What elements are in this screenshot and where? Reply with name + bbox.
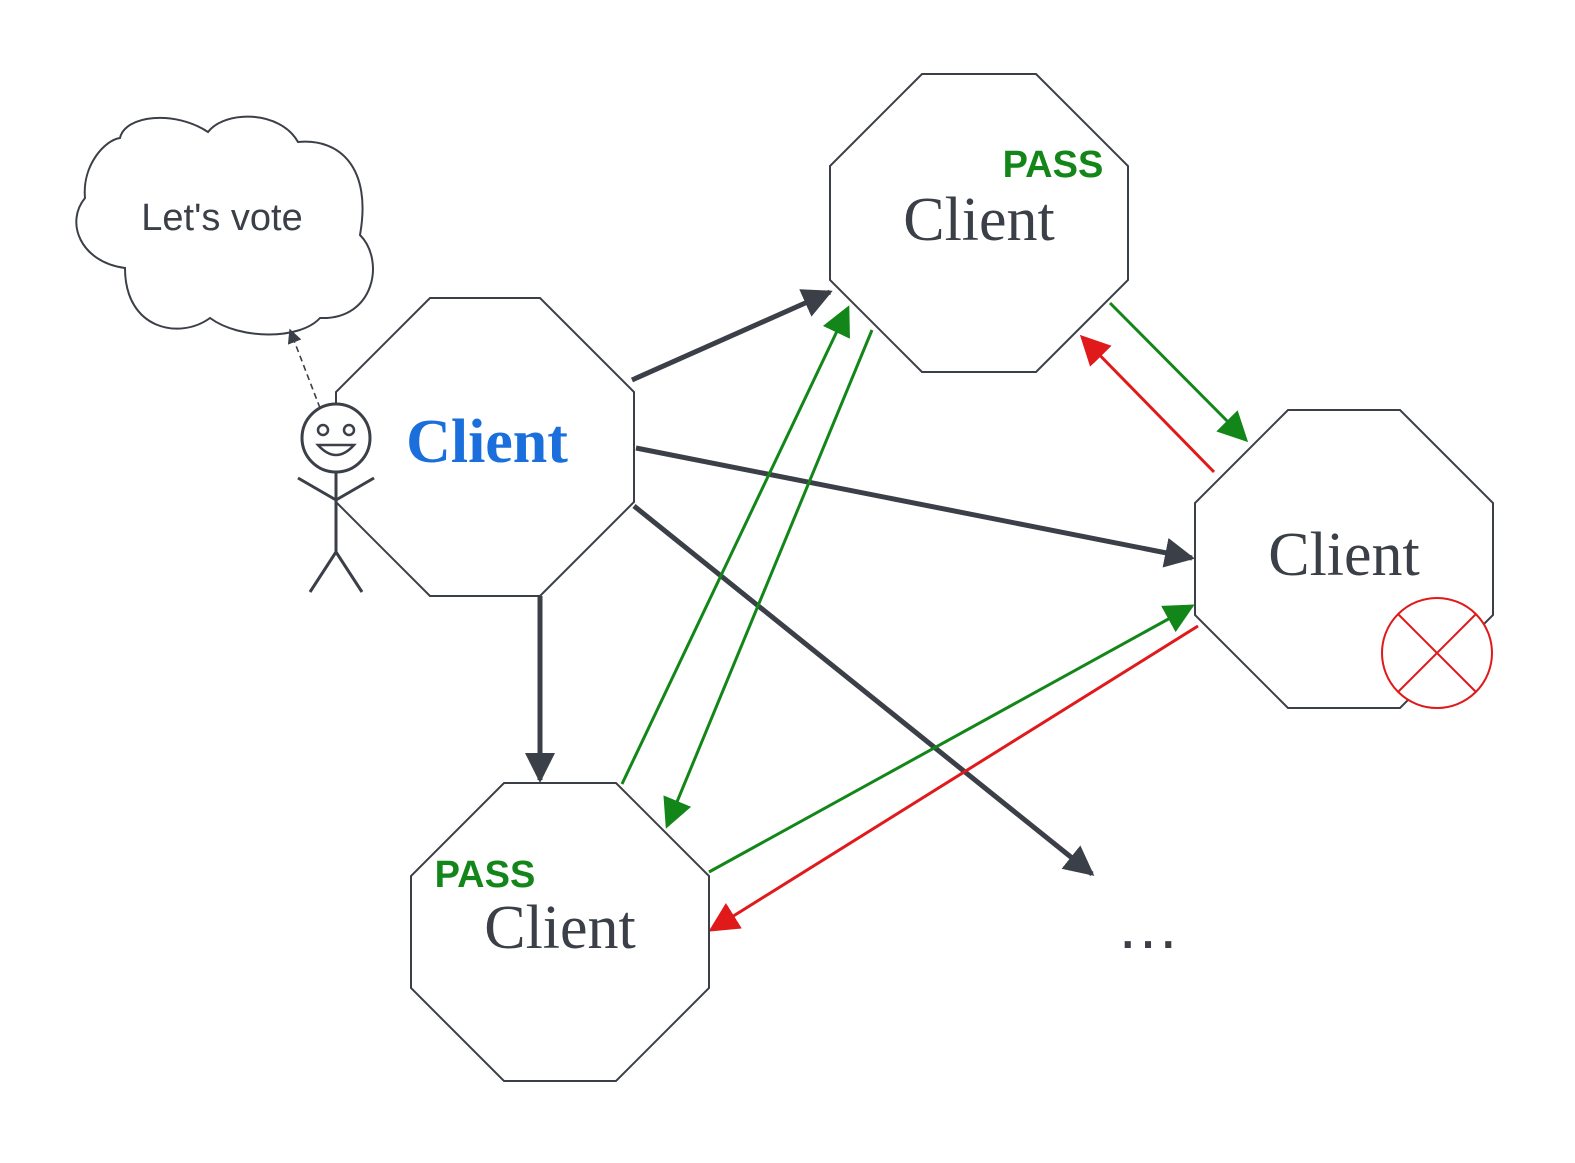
client-label-proposer: Client: [406, 408, 568, 476]
pass-badge-top: PASS: [1003, 144, 1104, 186]
edge-right-to-top-reject: [1079, 334, 1216, 474]
pass-badge-bottom: PASS: [435, 854, 536, 896]
client-node-top: PASS Client: [829, 73, 1129, 373]
edge-right-to-bottom-reject: [708, 624, 1199, 932]
more-clients-ellipsis: …: [1116, 890, 1194, 962]
cloud-text: Let's vote: [141, 197, 302, 239]
edge-bottom-to-right-pass: [708, 604, 1195, 874]
edge-bottom-to-top-pass: [620, 305, 850, 785]
client-label-bottom: Client: [484, 894, 636, 962]
stick-figure-icon: [297, 402, 375, 593]
edge-proposer-to-right: [635, 445, 1195, 568]
thought-cloud-icon: Let's vote: [75, 115, 374, 336]
edge-proposer-to-others: [632, 504, 1095, 876]
reject-circle-x-icon: [1381, 597, 1493, 709]
client-label-right: Client: [1268, 521, 1420, 589]
thought-connector: [287, 328, 321, 409]
edge-top-to-bottom-pass: [663, 329, 874, 829]
edge-top-to-right-pass: [1108, 301, 1249, 443]
client-node-proposer: Client: [335, 297, 635, 597]
edges: [525, 289, 1249, 932]
client-node-bottom: PASS Client: [410, 782, 710, 1082]
edge-proposer-to-top: [630, 289, 833, 383]
client-label-top: Client: [903, 186, 1055, 254]
